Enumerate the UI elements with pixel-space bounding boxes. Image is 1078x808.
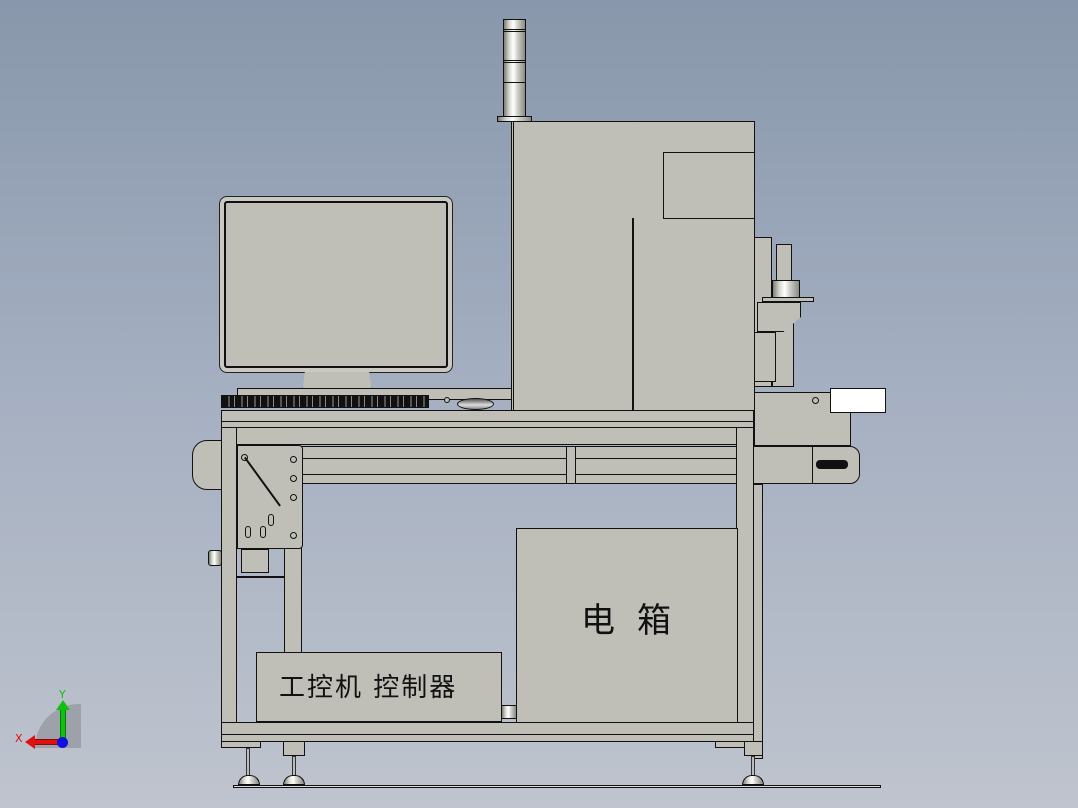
tray-hole: [444, 397, 450, 403]
frame-column-left-outer: [221, 427, 237, 745]
triad-x-label: X: [15, 732, 23, 745]
coordinate-triad: Y X: [15, 688, 81, 750]
conveyor-left-roller: [192, 440, 222, 490]
foot-block-right: [744, 741, 763, 756]
electric-cabinet-label-2: 箱: [637, 601, 673, 641]
keyboard[interactable]: [221, 395, 429, 408]
gripper-bracket: [757, 302, 801, 332]
frame-top-beam: [221, 427, 754, 445]
enclosure-door-seam: [632, 218, 634, 414]
feeder-hole-1: [812, 397, 819, 404]
frame-base-beam: [221, 722, 754, 742]
frame-column-right: [736, 427, 754, 745]
electric-cabinet-label-1: 电: [581, 601, 617, 641]
monitor-screen: [224, 201, 448, 368]
triad-z-axis-icon: [57, 737, 68, 748]
connector-pipe: [501, 705, 517, 719]
electric-cabinet[interactable]: 电 箱: [516, 528, 738, 724]
main-enclosure[interactable]: [511, 121, 755, 414]
mid-crossbar: [237, 576, 284, 578]
side-knob[interactable]: [208, 550, 222, 566]
frame-column-right-2: [753, 484, 763, 759]
mouse[interactable]: [457, 398, 494, 410]
conveyor-roller-axle: [816, 460, 848, 469]
ipc-controller-label: 工控机 控制器: [279, 673, 458, 703]
output-tray: [830, 388, 886, 413]
base-plate-left: [221, 741, 261, 748]
cable-chain-bracket[interactable]: [237, 445, 303, 549]
foot-block-mid: [283, 741, 305, 756]
ground-plane: [233, 785, 881, 788]
triad-y-label: Y: [59, 688, 66, 701]
enclosure-window: [663, 152, 755, 219]
ipc-controller-box[interactable]: 工控机 控制器: [256, 652, 502, 722]
motor-block: [241, 549, 269, 573]
